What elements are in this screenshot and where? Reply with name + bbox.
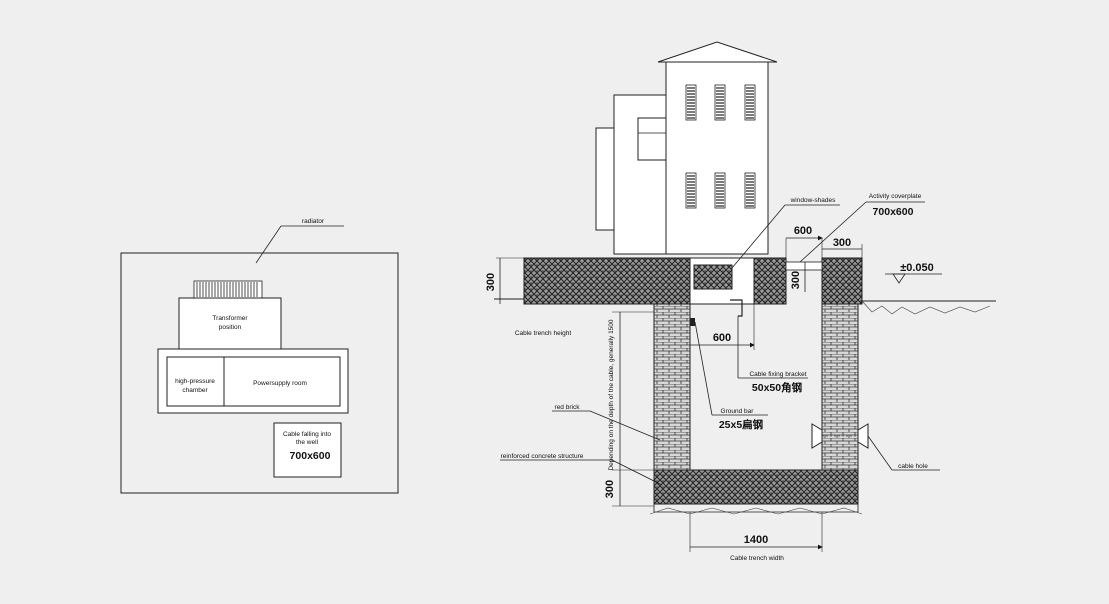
base-soil bbox=[649, 507, 863, 515]
ground-bar bbox=[690, 318, 695, 326]
cable-well bbox=[273, 422, 342, 478]
dim-600-inner: 600 bbox=[713, 332, 731, 344]
elevation-label: ±0.050 bbox=[900, 262, 934, 274]
radiator bbox=[193, 280, 263, 299]
elevation-symbol bbox=[892, 273, 906, 284]
plan-view: radiator Transformer position high-press… bbox=[120, 218, 399, 494]
ground-bar-label: Ground bar bbox=[721, 408, 755, 415]
building-side-box bbox=[637, 117, 667, 161]
rooms-inner bbox=[166, 356, 341, 407]
coverplate-size: 700x600 bbox=[873, 206, 914, 218]
dim-1400: 1400 bbox=[744, 534, 768, 546]
foundation-slab-mid bbox=[753, 257, 787, 305]
dim-300-left: 300 bbox=[485, 273, 497, 291]
transformer-label-1: Transformer bbox=[212, 315, 248, 322]
dim-600-top: 600 bbox=[794, 225, 812, 237]
window-shades-leader bbox=[731, 204, 786, 269]
foundation-slab-left bbox=[523, 257, 691, 305]
cable-hole-right bbox=[857, 423, 869, 449]
brick-wall-right bbox=[821, 303, 859, 471]
cable-well-size: 700x600 bbox=[290, 450, 331, 462]
dim-300-top: 300 bbox=[833, 237, 851, 249]
cable-hole-leader bbox=[867, 435, 893, 471]
coverplate-label: Activity coverplate bbox=[869, 193, 922, 200]
cable-fixing-bracket bbox=[730, 299, 743, 317]
power-room-label: Powersupply room bbox=[253, 380, 307, 387]
dim-300-bottom: 300 bbox=[604, 480, 616, 498]
radiator-fins bbox=[196, 282, 258, 297]
trench-base-outline bbox=[653, 504, 859, 513]
section-view: window-shades Activity coverplate 700x60… bbox=[485, 41, 996, 562]
window-shades bbox=[693, 264, 733, 290]
cable-well-label-1: Cable falling into bbox=[283, 431, 331, 438]
dim-300-vertical: 300 bbox=[790, 271, 802, 289]
red-brick-label: red brick bbox=[555, 404, 581, 411]
radiator-leader bbox=[255, 225, 282, 264]
transformer-label-2: position bbox=[219, 324, 242, 331]
cable-hole-left bbox=[811, 423, 823, 449]
ground-bar-leader bbox=[694, 321, 713, 416]
window-shades-label: window-shades bbox=[790, 197, 837, 204]
soil-line bbox=[861, 300, 991, 315]
building-roof bbox=[657, 41, 778, 63]
radiator-label: radiator bbox=[302, 218, 325, 225]
depth-note: Depending on the depth of the cable, gen… bbox=[608, 319, 615, 470]
building-louvers bbox=[685, 84, 756, 209]
transformer-box bbox=[178, 297, 282, 350]
cover-plate bbox=[785, 261, 823, 271]
red-brick-leader bbox=[589, 410, 661, 441]
reinforced-concrete-label: reinforced concrete structure bbox=[501, 453, 584, 460]
concrete-leader bbox=[611, 459, 663, 486]
trench-base bbox=[653, 469, 859, 505]
bracket-steel-label: 50x50角钢 bbox=[752, 381, 802, 394]
cable-trench-height-label: Cable trench height bbox=[515, 330, 572, 337]
coverplate-leader bbox=[799, 201, 867, 263]
building-side-panel bbox=[595, 127, 615, 231]
site-outline bbox=[120, 252, 399, 494]
brick-wall-left bbox=[653, 303, 691, 471]
foundation-slab-right bbox=[821, 257, 863, 305]
cable-trench-width-label: Cable trench width bbox=[730, 555, 784, 562]
cable-hole-label: cable hole bbox=[898, 463, 928, 470]
hp-chamber-label-1: high-pressure bbox=[175, 378, 215, 385]
ground-bar-steel-label: 25x5扁钢 bbox=[719, 418, 763, 431]
cable-fixing-bracket-label: Cable fixing bracket bbox=[749, 371, 806, 378]
cable-well-label-2: the well bbox=[296, 439, 319, 446]
hp-chamber-label-2: chamber bbox=[182, 387, 208, 394]
